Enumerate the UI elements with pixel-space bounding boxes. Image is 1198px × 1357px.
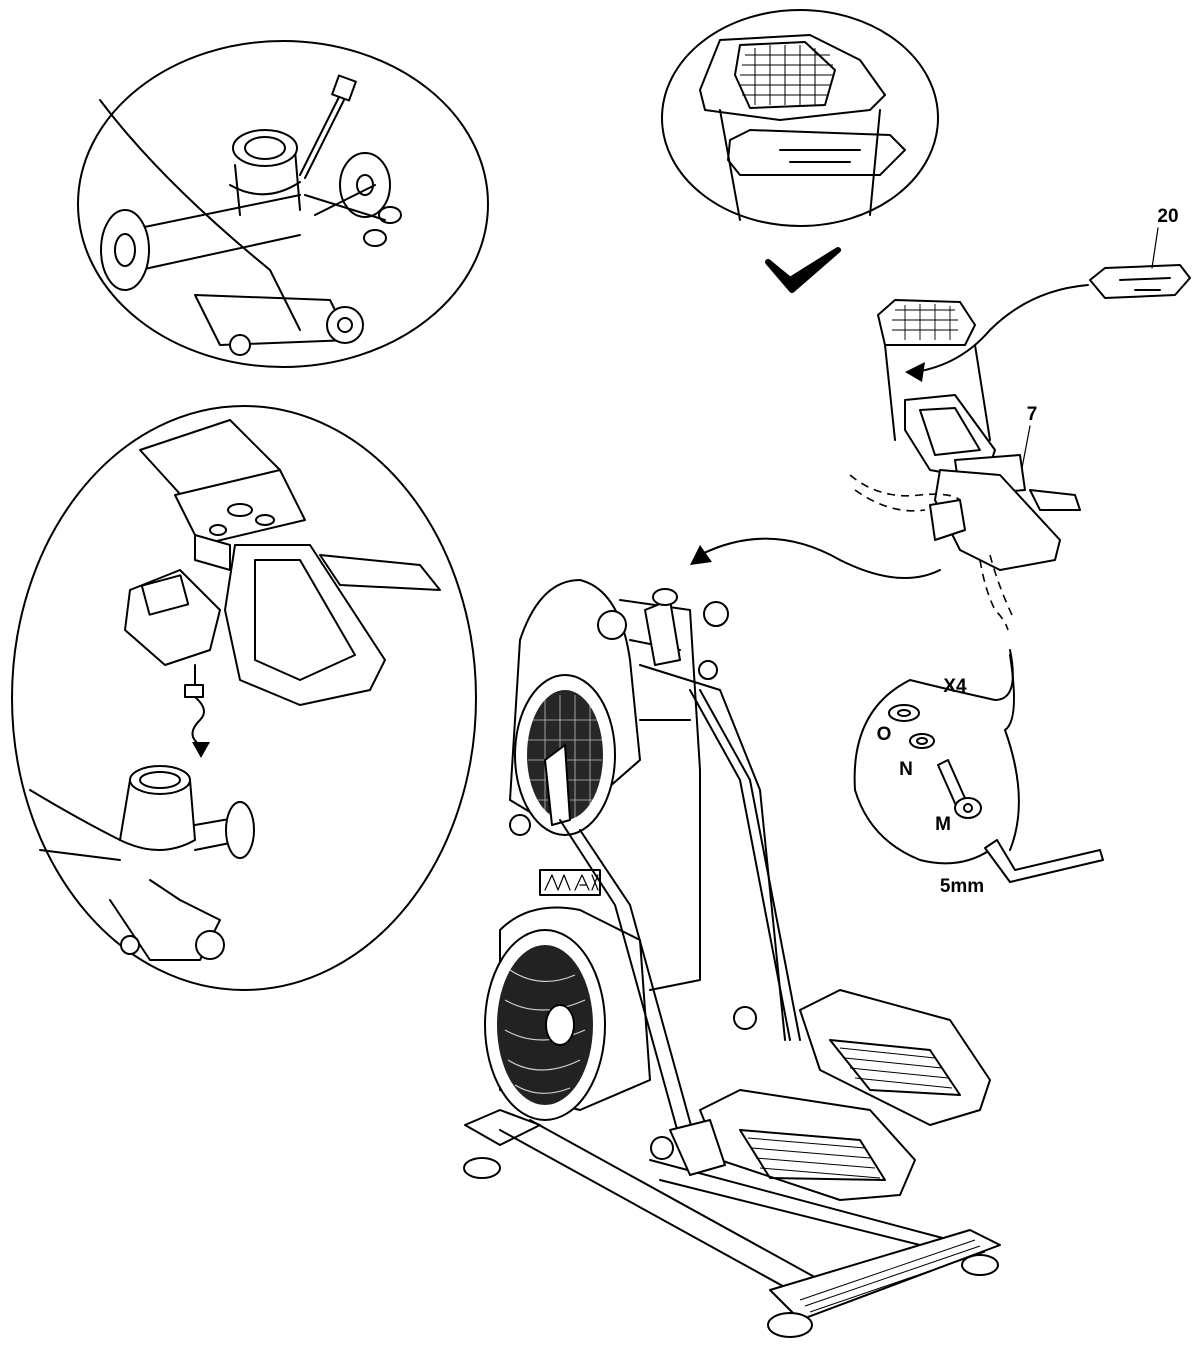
checkmark-icon xyxy=(765,247,841,293)
detail-circle-console-top xyxy=(661,9,939,227)
part-label-7: 7 xyxy=(1027,404,1038,425)
hex-key-label: 5mm xyxy=(940,876,984,897)
washer-o-icon xyxy=(888,704,920,722)
bolt-m-label: M xyxy=(935,814,951,835)
detail-circle-connect-cable xyxy=(11,405,477,991)
detail-circle-cut-tie xyxy=(77,40,489,368)
arrow-icon xyxy=(905,362,925,382)
bolt-m-icon xyxy=(937,759,982,819)
washer-o-label: O xyxy=(877,724,892,745)
console-assembly: 7 xyxy=(690,299,1081,631)
washer-n-icon xyxy=(909,733,935,749)
washer-n-label: N xyxy=(899,759,913,780)
part-20-console-cap: 20 xyxy=(905,206,1191,382)
quantity-label: X4 xyxy=(943,676,967,697)
arrow-icon xyxy=(690,545,712,565)
arrow-icon xyxy=(192,742,210,758)
hex-key-icon xyxy=(984,839,1104,883)
part-label-20: 20 xyxy=(1157,206,1178,227)
scissors-icon xyxy=(304,184,402,247)
hardware-callout: X4 O N M 5mm xyxy=(853,649,1104,897)
elliptical-machine xyxy=(463,579,1001,1338)
